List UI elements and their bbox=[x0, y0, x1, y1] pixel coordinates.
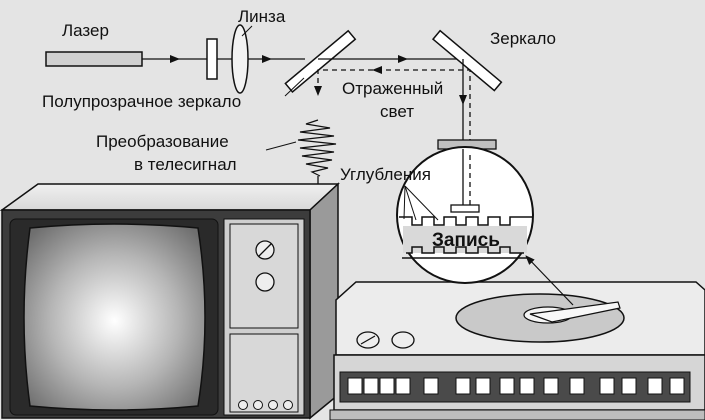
player-button bbox=[363, 377, 379, 395]
label-mirror: Зеркало bbox=[490, 29, 556, 48]
label-conversion-1: Преобразование bbox=[96, 132, 229, 151]
player-button bbox=[423, 377, 439, 395]
label-half-mirror: Полупрозрачное зеркало bbox=[42, 92, 241, 111]
player-button bbox=[347, 377, 363, 395]
lens-leader bbox=[241, 25, 253, 37]
player-button bbox=[669, 377, 685, 395]
pits-leader-3 bbox=[403, 185, 406, 220]
record-layer-top bbox=[399, 216, 532, 226]
disc-player bbox=[329, 281, 705, 420]
beam-arrow-2 bbox=[262, 55, 272, 63]
label-reflected-1: Отраженный bbox=[342, 79, 443, 98]
television bbox=[0, 182, 340, 420]
player-button bbox=[379, 377, 395, 395]
record-layer-bottom bbox=[406, 246, 524, 254]
player-button bbox=[621, 377, 637, 395]
zoom-arrow bbox=[525, 255, 574, 306]
laser-body bbox=[45, 51, 143, 67]
reflected-arrow-down bbox=[314, 86, 322, 96]
beam-arrow-1 bbox=[170, 55, 180, 63]
player-button bbox=[519, 377, 535, 395]
tv-knob-tuning-slot bbox=[258, 243, 272, 257]
player-button bbox=[569, 377, 585, 395]
reflected-path bbox=[317, 69, 471, 207]
player-knob-1-slot bbox=[360, 335, 376, 345]
beam-arrow-down bbox=[459, 95, 467, 105]
player-button bbox=[395, 377, 411, 395]
magnified-view: Запись bbox=[396, 146, 534, 284]
lens bbox=[231, 24, 249, 94]
pits-leader-1 bbox=[404, 185, 417, 221]
label-conversion-2: в телесигнал bbox=[134, 155, 237, 174]
pits-leader-2 bbox=[404, 185, 439, 221]
player-button bbox=[599, 377, 615, 395]
tv-button-2 bbox=[253, 400, 263, 410]
tv-top bbox=[0, 183, 340, 211]
player-base bbox=[329, 409, 705, 420]
pickup-arm bbox=[529, 301, 621, 323]
tv-button-3 bbox=[268, 400, 278, 410]
label-laser: Лазер bbox=[62, 21, 109, 40]
tv-button-1 bbox=[238, 400, 248, 410]
tv-panel-lower bbox=[229, 333, 299, 413]
focus-plate bbox=[450, 204, 480, 213]
player-button bbox=[475, 377, 491, 395]
player-button bbox=[455, 377, 471, 395]
tv-knob-volume bbox=[255, 272, 275, 292]
tv-screen bbox=[23, 223, 206, 411]
half-mirror-leader bbox=[284, 77, 305, 97]
player-knob-2 bbox=[391, 331, 415, 349]
mirror bbox=[431, 29, 503, 92]
filter-plate bbox=[206, 38, 218, 80]
half-mirror bbox=[284, 29, 357, 94]
label-lens: Линза bbox=[238, 7, 286, 26]
label-pits: Углубления bbox=[340, 165, 431, 184]
tv-button-4 bbox=[283, 400, 293, 410]
signal-waveform bbox=[297, 119, 337, 177]
label-record: Запись bbox=[432, 230, 500, 251]
player-buttons bbox=[347, 377, 685, 395]
beam-arrow-3 bbox=[398, 55, 408, 63]
reflected-arrow-left bbox=[372, 66, 382, 74]
conversion-leader bbox=[265, 141, 297, 151]
player-button bbox=[499, 377, 515, 395]
player-button bbox=[647, 377, 663, 395]
label-reflected-2: свет bbox=[380, 102, 414, 121]
player-button bbox=[543, 377, 559, 395]
record-layer bbox=[403, 226, 527, 253]
